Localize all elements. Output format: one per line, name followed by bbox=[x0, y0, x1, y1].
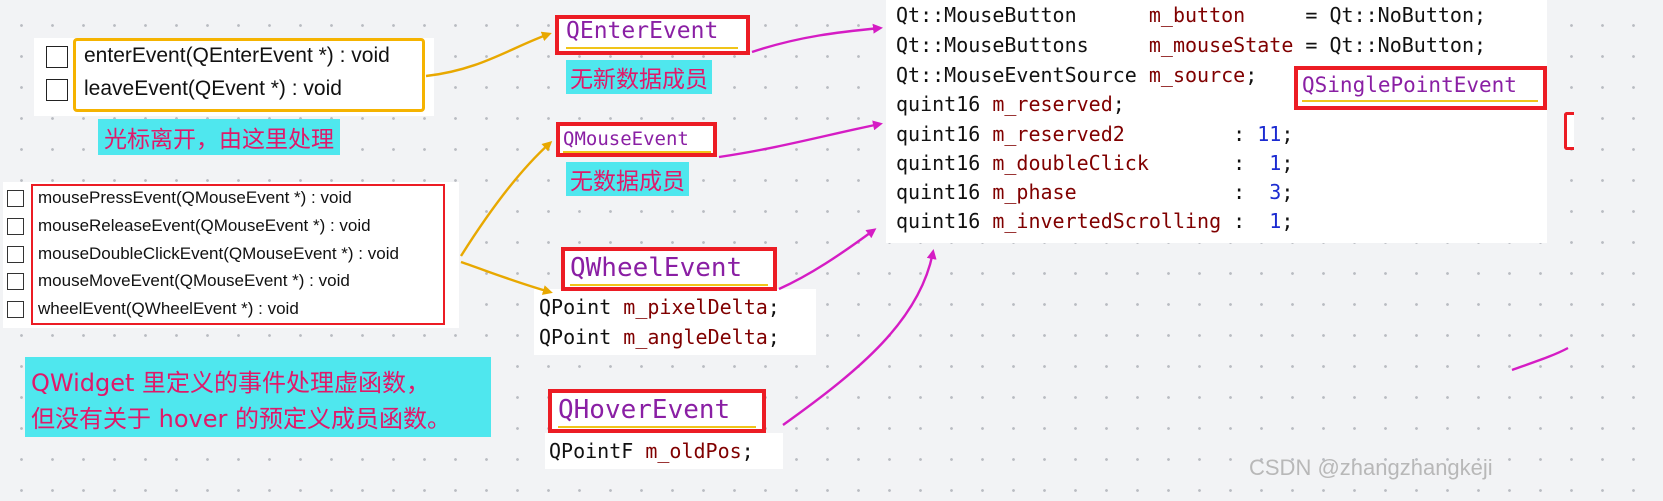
arrow-mouse-to-qmouse bbox=[459, 140, 553, 257]
arrow-qwheel-to-singlepoint bbox=[778, 228, 877, 291]
qhover-event-member-old-pos: QPointF m_oldPos; bbox=[549, 439, 754, 463]
leave-event-function: leaveEvent(QEvent *) : void bbox=[84, 77, 342, 100]
qwheel-event-name: QWheelEvent bbox=[570, 253, 743, 283]
qenter-event-note: 无新数据成员 bbox=[566, 60, 712, 94]
enter-leave-highlight-box bbox=[73, 38, 425, 112]
member-m-source: Qt::MouseEventSource m_source; bbox=[896, 63, 1258, 87]
qhover-event-box bbox=[548, 389, 766, 433]
qhover-event-members-panel bbox=[545, 433, 783, 469]
mouse-double-click-function: mouseDoubleClickEvent(QMouseEvent *) : v… bbox=[38, 244, 399, 263]
qwidget-note-box bbox=[25, 357, 491, 437]
member-m-reserved2: quint16 m_reserved2 : 11; bbox=[896, 122, 1294, 146]
qwheel-event-members-panel bbox=[534, 289, 816, 355]
arrow-qenter-to-members bbox=[751, 23, 883, 54]
qwidget-note-line1: QWidget 里定义的事件处理虚函数， bbox=[31, 369, 431, 397]
qhover-event-underline bbox=[558, 426, 756, 428]
member-m-reserved: quint16 m_reserved; bbox=[896, 92, 1125, 116]
enter-event-function: enterEvent(QEnterEvent *) : void bbox=[84, 44, 390, 67]
csdn-watermark: CSDN @zhangzhangkeji bbox=[1249, 455, 1493, 480]
qwheel-event-member-angle-delta: QPoint m_angleDelta; bbox=[539, 325, 780, 349]
qsinglepoint-event-underline bbox=[1302, 100, 1538, 102]
qenter-event-underline bbox=[566, 47, 738, 49]
arrow-mouse-to-qwheel bbox=[460, 260, 553, 295]
qwheel-event-underline bbox=[570, 284, 768, 286]
mouse-release-checkbox[interactable] bbox=[7, 218, 24, 235]
qenter-event-name: QEnterEvent bbox=[566, 18, 719, 44]
qmouse-event-name: QMouseEvent bbox=[563, 128, 689, 150]
leave-note: 光标离开，由这里处理 bbox=[98, 119, 340, 155]
enter-event-checkbox[interactable] bbox=[46, 46, 68, 68]
qwheel-event-member-pixel-delta: QPoint m_pixelDelta; bbox=[539, 295, 780, 319]
mouse-functions-highlight-box bbox=[31, 184, 445, 325]
member-m-button: Qt::MouseButton m_button = Qt::NoButton; bbox=[896, 3, 1487, 27]
right-edge-box-fragment bbox=[1564, 112, 1574, 150]
mouse-press-function: mousePressEvent(QMouseEvent *) : void bbox=[38, 188, 352, 207]
wheel-event-function: wheelEvent(QWheelEvent *) : void bbox=[38, 299, 299, 318]
mouse-press-checkbox[interactable] bbox=[7, 190, 24, 207]
mouse-release-function: mouseReleaseEvent(QMouseEvent *) : void bbox=[38, 216, 371, 235]
arrow-right-edge-fragment bbox=[1511, 346, 1569, 372]
arrow-qhover-to-singlepoint bbox=[782, 249, 937, 426]
qhover-event-name: QHoverEvent bbox=[558, 395, 731, 425]
member-m-mouse-state: Qt::MouseButtons m_mouseState = Qt::NoBu… bbox=[896, 33, 1487, 57]
member-m-inverted-scrolling: quint16 m_invertedScrolling : 1; bbox=[896, 209, 1294, 233]
qwheel-event-box bbox=[561, 247, 777, 291]
hover-functions-panel bbox=[34, 38, 434, 116]
wheel-event-checkbox[interactable] bbox=[7, 301, 24, 318]
mouse-move-function: mouseMoveEvent(QMouseEvent *) : void bbox=[38, 271, 350, 290]
qmouse-event-underline bbox=[563, 151, 711, 153]
qsinglepoint-event-name: QSinglePointEvent bbox=[1302, 73, 1517, 97]
member-m-phase: quint16 m_phase : 3; bbox=[896, 180, 1294, 204]
qwidget-note-line2: 但没有关于 hover 的预定义成员函数。 bbox=[31, 405, 451, 433]
qmouse-event-note: 无数据成员 bbox=[566, 162, 689, 196]
mouse-double-click-checkbox[interactable] bbox=[7, 246, 24, 263]
qsinglepoint-event-members-panel: Qt::MouseButton m_button = Qt::NoButton;… bbox=[886, 0, 1547, 243]
qsinglepoint-event-box bbox=[1294, 66, 1547, 110]
leave-event-checkbox[interactable] bbox=[46, 79, 68, 101]
arrow-qmouse-to-singlepoint bbox=[718, 120, 883, 159]
mouse-functions-panel bbox=[3, 182, 459, 328]
member-m-double-click: quint16 m_doubleClick : 1; bbox=[896, 151, 1294, 175]
mouse-move-checkbox[interactable] bbox=[7, 273, 24, 290]
arrow-enter-to-qenter bbox=[425, 31, 552, 78]
